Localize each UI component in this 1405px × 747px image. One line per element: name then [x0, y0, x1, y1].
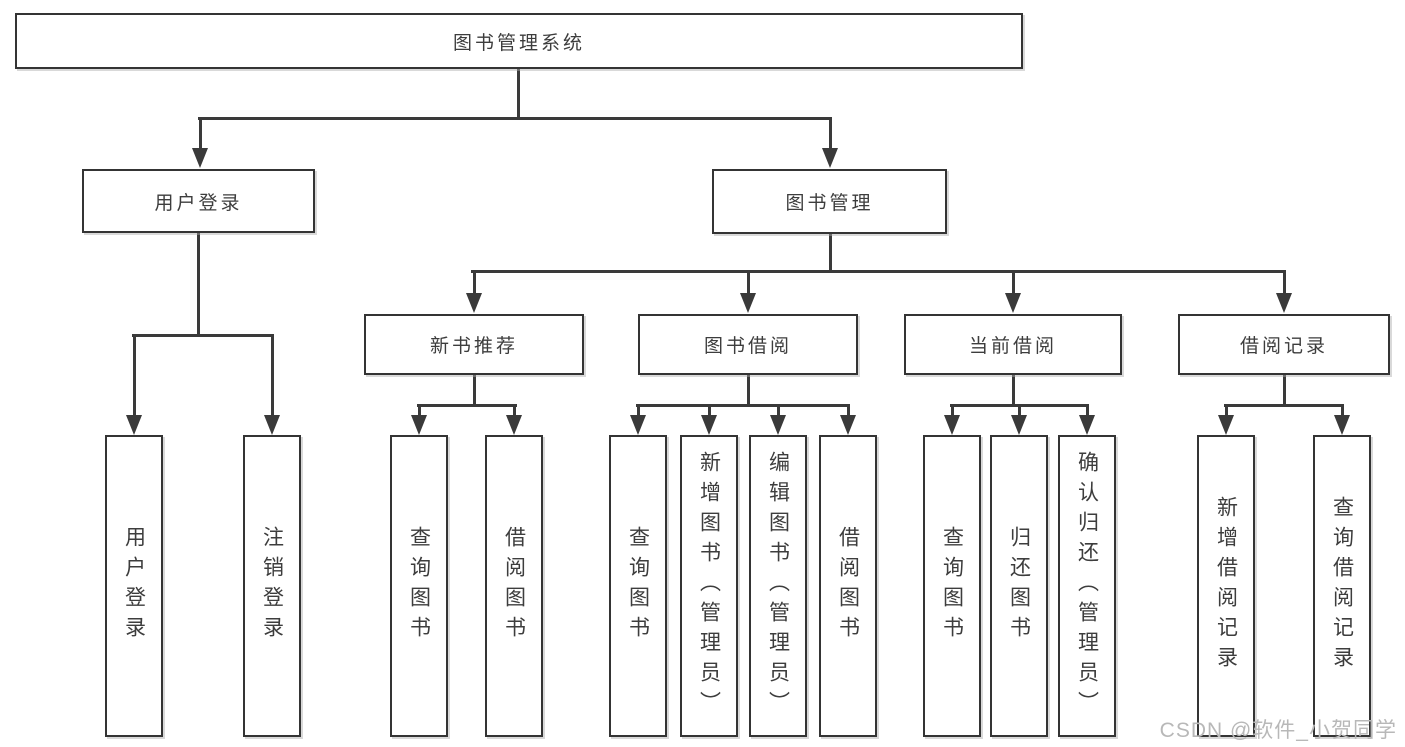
connector-line [473, 374, 476, 407]
arrow-down-icon [1079, 415, 1095, 435]
connector-line [473, 270, 476, 294]
node-label: 编辑图书（管理员） [766, 451, 790, 721]
node-user-login: 用户登录 [82, 169, 315, 233]
node-label: 查询图书 [407, 526, 431, 646]
connector-line [417, 404, 517, 407]
connector-line [951, 404, 954, 417]
node-borrow-books-borrowing: 借阅图书 [819, 435, 877, 737]
connector-line [636, 404, 850, 407]
node-book-management: 图书管理 [712, 169, 947, 234]
node-new-book-recommendation: 新书推荐 [364, 314, 584, 375]
connector-line [513, 404, 516, 417]
connector-line [1086, 404, 1089, 417]
arrow-down-icon [466, 293, 482, 313]
connector-line [1012, 374, 1015, 407]
arrow-down-icon [770, 415, 786, 435]
connector-line [471, 270, 1286, 273]
node-add-book-admin: 新增图书（管理员） [680, 435, 738, 737]
node-label: 注销登录 [260, 526, 284, 646]
connector-line [829, 117, 832, 149]
node-label: 借阅图书 [836, 526, 860, 646]
node-label: 借阅图书 [502, 526, 526, 646]
connector-line [517, 68, 520, 120]
arrow-down-icon [740, 293, 756, 313]
arrow-down-icon [822, 148, 838, 168]
node-label: 查询图书 [626, 526, 650, 646]
node-label: 查询借阅记录 [1330, 496, 1354, 676]
node-query-borrow-record: 查询借阅记录 [1313, 435, 1371, 737]
node-query-books-current: 查询图书 [923, 435, 981, 737]
arrow-down-icon [701, 415, 717, 435]
connector-line [271, 334, 274, 416]
connector-line [1283, 270, 1286, 294]
connector-line [132, 334, 274, 337]
arrow-down-icon [192, 148, 208, 168]
connector-line [708, 404, 711, 417]
arrow-down-icon [126, 415, 142, 435]
node-label: 用户登录 [122, 526, 146, 646]
connector-line [1341, 404, 1344, 417]
connector-line [829, 233, 832, 273]
connector-line [1018, 404, 1021, 417]
watermark: CSDN @软件_小贺同学 [1159, 719, 1397, 742]
connector-line [777, 404, 780, 417]
node-current-borrowing: 当前借阅 [904, 314, 1122, 375]
arrow-down-icon [1005, 293, 1021, 313]
node-book-borrowing: 图书借阅 [638, 314, 858, 375]
connector-line [747, 270, 750, 294]
arrow-down-icon [840, 415, 856, 435]
arrow-down-icon [506, 415, 522, 435]
connector-line [637, 404, 640, 417]
arrow-down-icon [1011, 415, 1027, 435]
node-return-book: 归还图书 [990, 435, 1048, 737]
arrow-down-icon [1218, 415, 1234, 435]
node-confirm-return-admin: 确认归还（管理员） [1058, 435, 1116, 737]
node-user-login-leaf: 用户登录 [105, 435, 163, 737]
connector-line [1225, 404, 1228, 417]
node-borrow-books-recommend: 借阅图书 [485, 435, 543, 737]
connector-line [198, 117, 832, 120]
arrow-down-icon [630, 415, 646, 435]
node-label: 归还图书 [1007, 526, 1031, 646]
connector-line [418, 404, 421, 417]
node-label: 新增图书（管理员） [697, 451, 721, 721]
node-label: 新增借阅记录 [1214, 496, 1238, 676]
node-query-books-recommend: 查询图书 [390, 435, 448, 737]
connector-line [1224, 404, 1344, 407]
node-borrowing-records: 借阅记录 [1178, 314, 1390, 375]
node-edit-book-admin: 编辑图书（管理员） [749, 435, 807, 737]
node-query-books-borrowing: 查询图书 [609, 435, 667, 737]
connector-line [1012, 270, 1015, 294]
arrow-down-icon [944, 415, 960, 435]
connector-line [847, 404, 850, 417]
connector-line [199, 117, 202, 149]
arrow-down-icon [264, 415, 280, 435]
connector-line [133, 334, 136, 416]
node-add-borrow-record: 新增借阅记录 [1197, 435, 1255, 737]
node-label: 查询图书 [940, 526, 964, 646]
node-logout: 注销登录 [243, 435, 301, 737]
connector-line [1283, 374, 1286, 407]
arrow-down-icon [1276, 293, 1292, 313]
arrow-down-icon [1334, 415, 1350, 435]
node-label: 确认归还（管理员） [1075, 451, 1099, 721]
node-library-management-system: 图书管理系统 [15, 13, 1023, 69]
connector-line [747, 374, 750, 407]
connector-line [197, 232, 200, 336]
arrow-down-icon [411, 415, 427, 435]
